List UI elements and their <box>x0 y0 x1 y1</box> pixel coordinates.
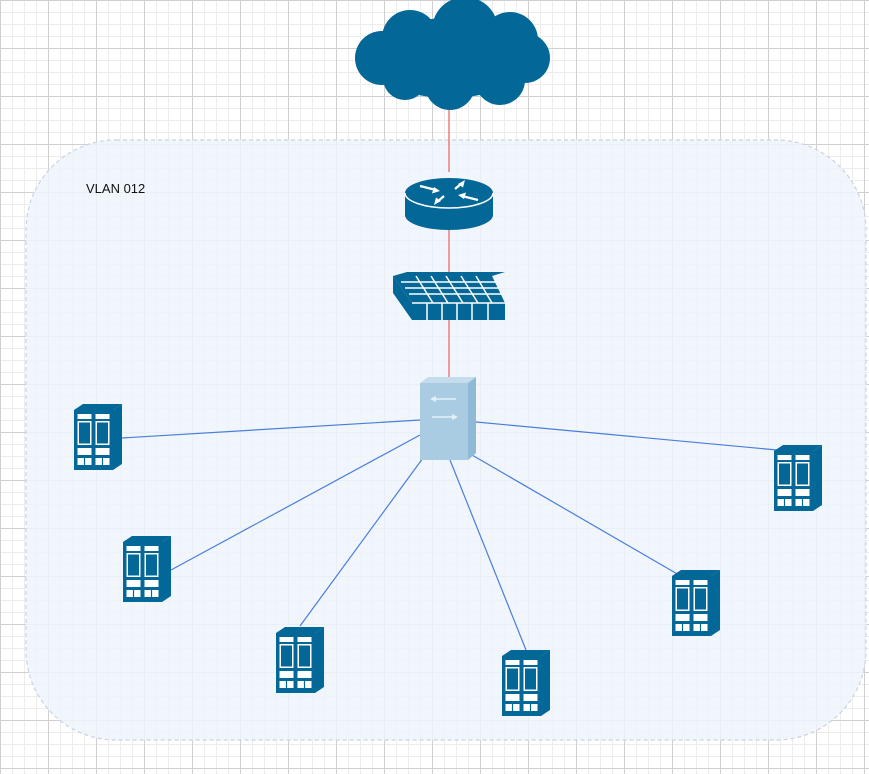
server-icon[interactable] <box>275 626 325 694</box>
cloud-icon[interactable] <box>355 0 550 110</box>
server-icon[interactable] <box>671 569 721 637</box>
link-switch-server-2[interactable] <box>170 434 421 571</box>
server-icon[interactable] <box>773 444 823 512</box>
server-icon[interactable] <box>501 649 551 717</box>
switch-icon[interactable] <box>420 377 476 460</box>
link-switch-server-4[interactable] <box>449 459 527 651</box>
firewall-icon[interactable] <box>393 272 505 320</box>
vlan-label: VLAN 012 <box>86 181 145 196</box>
link-switch-server-3[interactable] <box>299 457 424 627</box>
links <box>121 110 778 651</box>
server-icon[interactable] <box>73 403 123 471</box>
link-switch-server-5[interactable] <box>471 454 680 576</box>
link-switch-server-1[interactable] <box>121 419 421 439</box>
router-icon[interactable] <box>404 178 494 230</box>
server-icon[interactable] <box>122 535 172 603</box>
link-switch-server-6[interactable] <box>475 421 778 451</box>
